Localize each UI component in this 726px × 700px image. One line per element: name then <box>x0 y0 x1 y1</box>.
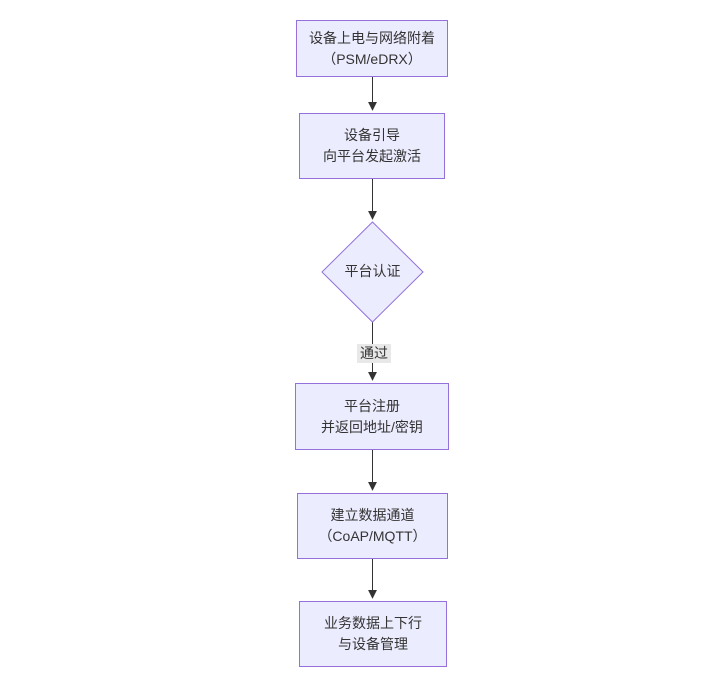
node-platform-auth: 平台认证 <box>322 261 423 282</box>
node-label-line: （PSM/eDRX） <box>322 50 422 67</box>
node-label-line: 平台认证 <box>344 263 401 279</box>
node-data-channel: 建立数据通道 （CoAP/MQTT） <box>297 493 448 559</box>
node-label-line: （CoAP/MQTT） <box>318 528 427 544</box>
node-label-line: 设备上电与网络附着 <box>309 29 435 46</box>
node-label-line: 并返回地址/密钥 <box>321 418 423 435</box>
node-label-line: 建立数据通道 <box>330 507 415 523</box>
node-label-line: 设备引导 <box>344 127 400 143</box>
edge-label-pass: 通过 <box>357 344 391 363</box>
decision-diamond-shape <box>321 221 424 323</box>
node-label-line: 平台注册 <box>344 397 400 414</box>
node-label-line: 向平台发起激活 <box>323 148 421 164</box>
node-bootstrap-activate: 设备引导 向平台发起激活 <box>299 113 445 179</box>
node-platform-register: 平台注册 并返回地址/密钥 <box>295 383 449 450</box>
node-label-line: 与设备管理 <box>338 636 408 652</box>
node-label-line: 业务数据上下行 <box>324 615 422 631</box>
node-business-data: 业务数据上下行 与设备管理 <box>299 601 447 667</box>
edge-label-text: 通过 <box>360 345 388 361</box>
node-power-attach: 设备上电与网络附着 （PSM/eDRX） <box>296 20 448 77</box>
